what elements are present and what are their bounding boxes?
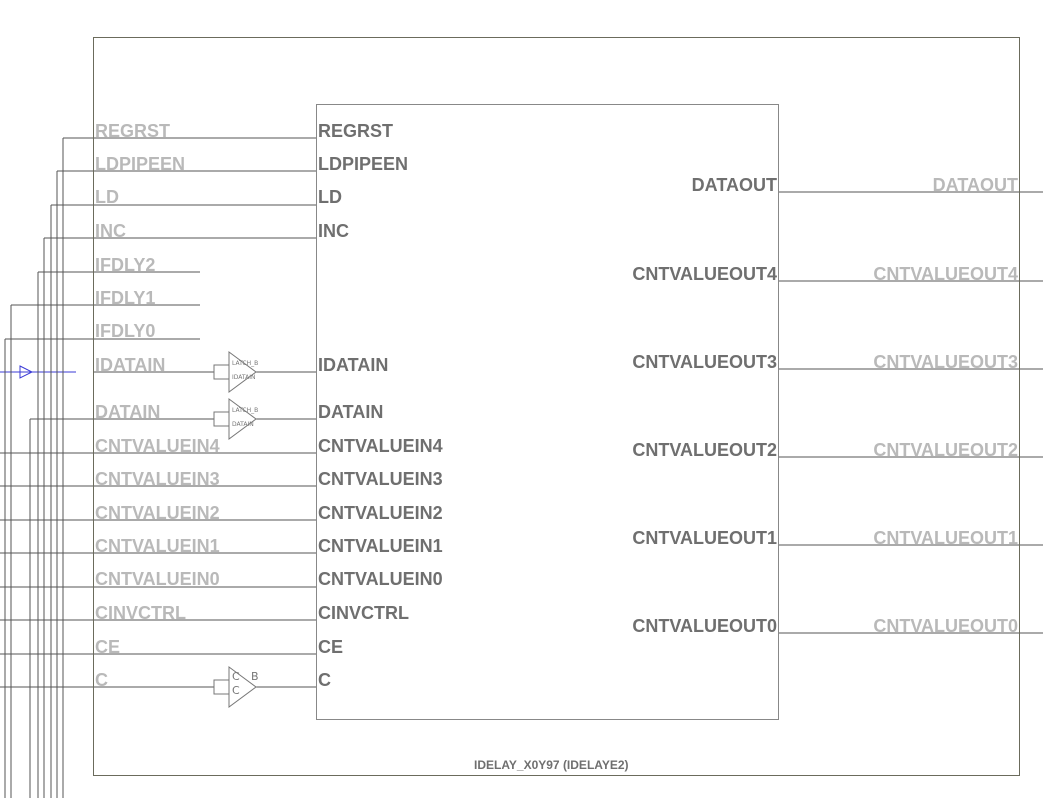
buffer-top-label: C <box>232 670 240 683</box>
inner-pin-cntvalueout3[interactable]: CNTVALUEOUT3 <box>632 352 777 372</box>
outer-pin-cntvaluein0[interactable]: CNTVALUEIN0 <box>95 569 220 589</box>
idatain-buffer-icon[interactable]: LATCH_B IDATAIN <box>213 351 258 393</box>
outer-pin-regrst[interactable]: REGRST <box>95 121 171 141</box>
outer-pin-cntvalueout3[interactable]: CNTVALUEOUT3 <box>873 352 1018 372</box>
outer-pin-idatain[interactable]: IDATAIN <box>95 355 166 375</box>
outer-pin-ce[interactable]: CE <box>95 637 121 657</box>
outer-pin-dataout[interactable]: DATAOUT <box>932 175 1018 195</box>
inner-pin-cntvalueout0[interactable]: CNTVALUEOUT0 <box>632 616 777 636</box>
inner-pin-inc[interactable]: INC <box>318 221 349 241</box>
outer-pin-cntvalueout4[interactable]: CNTVALUEOUT4 <box>873 264 1018 284</box>
outer-pin-cntvaluein1[interactable]: CNTVALUEIN1 <box>95 536 220 556</box>
outer-pin-c[interactable]: C <box>95 670 108 690</box>
inner-pin-cntvalueout1[interactable]: CNTVALUEOUT1 <box>632 528 777 548</box>
datain-buffer-icon[interactable]: LATCH_B DATAIN <box>213 398 258 440</box>
outer-pin-cntvaluein3[interactable]: CNTVALUEIN3 <box>95 469 220 489</box>
inner-pin-cinvctrl[interactable]: CINVCTRL <box>318 603 409 623</box>
clock-buffer-icon[interactable]: CCB <box>213 666 259 708</box>
outer-pin-ifdly2[interactable]: IFDLY2 <box>95 255 156 275</box>
outer-pin-cntvalueout1[interactable]: CNTVALUEOUT1 <box>873 528 1018 548</box>
outer-pin-ldpipeen[interactable]: LDPIPEEN <box>95 154 186 174</box>
buffer-bottom-label: C <box>232 684 240 697</box>
outer-pin-datain[interactable]: DATAIN <box>95 402 161 422</box>
outer-pin-ld[interactable]: LD <box>95 187 119 207</box>
outer-pin-cntvaluein2[interactable]: CNTVALUEIN2 <box>95 503 220 523</box>
inner-pin-ce[interactable]: CE <box>318 637 344 657</box>
buffer-bottom-label: IDATAIN <box>232 374 255 381</box>
inner-pin-cntvaluein3[interactable]: CNTVALUEIN3 <box>318 469 443 489</box>
inner-pin-regrst[interactable]: REGRST <box>318 121 394 141</box>
inner-pin-cntvaluein2[interactable]: CNTVALUEIN2 <box>318 503 443 523</box>
inner-pin-idatain[interactable]: IDATAIN <box>318 355 389 375</box>
buffer-mid-label: B <box>251 670 259 683</box>
inner-pin-dataout[interactable]: DATAOUT <box>691 175 777 195</box>
inner-pin-cntvaluein1[interactable]: CNTVALUEIN1 <box>318 536 443 556</box>
inner-pin-cntvalueout2[interactable]: CNTVALUEOUT2 <box>632 440 777 460</box>
inner-pin-datain[interactable]: DATAIN <box>318 402 384 422</box>
outer-pin-cinvctrl[interactable]: CINVCTRL <box>95 603 186 623</box>
outer-pin-cntvalueout0[interactable]: CNTVALUEOUT0 <box>873 616 1018 636</box>
outer-pin-ifdly1[interactable]: IFDLY1 <box>95 288 156 308</box>
buffer-top-label: LATCH_B <box>232 407 258 414</box>
outer-pin-ifdly0[interactable]: IFDLY0 <box>95 321 156 341</box>
idelay-cell-outline[interactable] <box>93 37 1020 776</box>
inner-pin-ldpipeen[interactable]: LDPIPEEN <box>318 154 409 174</box>
outer-pin-cntvaluein4[interactable]: CNTVALUEIN4 <box>95 436 220 456</box>
buffer-bottom-label: DATAIN <box>232 421 254 428</box>
inner-pin-cntvaluein4[interactable]: CNTVALUEIN4 <box>318 436 443 456</box>
inner-pin-ld[interactable]: LD <box>318 187 342 207</box>
inner-pin-c[interactable]: C <box>318 670 331 690</box>
outer-pin-inc[interactable]: INC <box>95 221 126 241</box>
outer-pin-cntvalueout2[interactable]: CNTVALUEOUT2 <box>873 440 1018 460</box>
idelay-primitive-body[interactable] <box>316 104 779 720</box>
inner-pin-cntvaluein0[interactable]: CNTVALUEIN0 <box>318 569 443 589</box>
buffer-top-label: LATCH_B <box>232 360 258 367</box>
cell-caption[interactable]: IDELAY_X0Y97 (IDELAYE2) <box>474 758 629 772</box>
inner-pin-cntvalueout4[interactable]: CNTVALUEOUT4 <box>632 264 777 284</box>
port-arrow-icon[interactable] <box>19 365 34 379</box>
